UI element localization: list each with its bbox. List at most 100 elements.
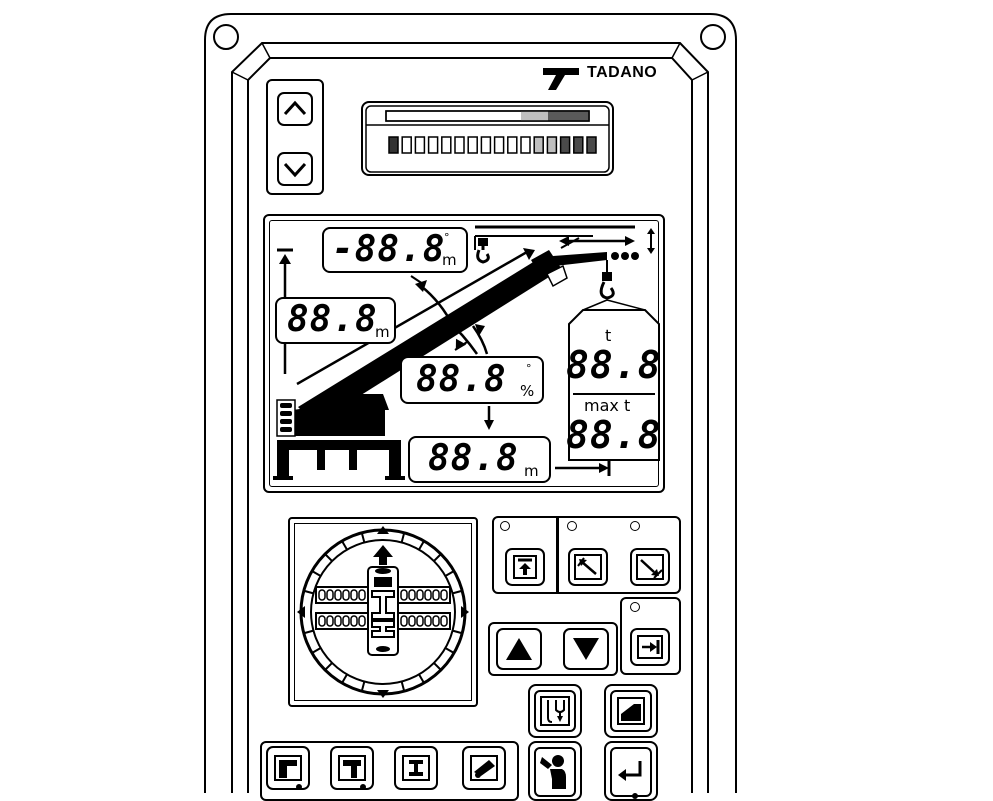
load-bar-segment bbox=[520, 136, 531, 154]
outrigger-beam-cell bbox=[350, 589, 358, 601]
hook-height-unit-degree: ° bbox=[444, 231, 450, 244]
load-bar-segment bbox=[441, 136, 452, 154]
dial-tick bbox=[418, 673, 425, 684]
boom-length-unit: m bbox=[375, 323, 390, 341]
hoist-button[interactable] bbox=[528, 684, 582, 738]
radius-limit-icon bbox=[637, 635, 663, 659]
angle-down-limit-led bbox=[630, 521, 640, 531]
triangle-down-icon bbox=[573, 638, 599, 660]
dial-tick bbox=[341, 540, 348, 551]
radius-limit-button[interactable] bbox=[630, 628, 670, 666]
dial-tick bbox=[303, 589, 314, 595]
load-bar-segment bbox=[467, 136, 478, 154]
outrigger-mode-button[interactable] bbox=[266, 746, 310, 790]
angle-down-limit-button[interactable] bbox=[630, 548, 670, 586]
working-radius-readout: 88.8 m bbox=[408, 436, 551, 483]
outrigger-mode-button[interactable] bbox=[330, 746, 374, 790]
dial-tick bbox=[400, 532, 406, 543]
angle-down-limit-icon bbox=[636, 554, 664, 580]
scroll-down-button[interactable] bbox=[277, 152, 313, 186]
boom-angle-unit-degree: ° bbox=[526, 362, 532, 375]
outrigger-beam-cell bbox=[416, 589, 424, 601]
outrigger-beam-cell bbox=[432, 589, 440, 601]
crane-diagram bbox=[273, 225, 660, 480]
actual-load-label: t bbox=[605, 326, 612, 345]
outrigger-beam-cell bbox=[318, 589, 326, 601]
height-limit-icon bbox=[513, 555, 537, 579]
enter-led bbox=[632, 793, 638, 799]
outrigger-mode-button[interactable] bbox=[462, 746, 506, 790]
boom-length-readout: 88.8 m bbox=[275, 297, 396, 344]
display-switch-button[interactable] bbox=[604, 684, 658, 738]
dial-tick bbox=[324, 553, 333, 562]
operator-icon bbox=[540, 755, 566, 789]
display-switch-icon bbox=[617, 697, 645, 725]
increase-button[interactable] bbox=[496, 628, 542, 670]
load-bar-segment bbox=[414, 136, 426, 154]
load-bar-segment bbox=[546, 136, 558, 154]
dial-tick bbox=[311, 570, 322, 577]
dial-tick bbox=[324, 662, 333, 671]
outrigger-beam-cell bbox=[342, 615, 350, 627]
radius-limit-led bbox=[630, 602, 640, 612]
enter-button[interactable] bbox=[604, 741, 658, 801]
dial-tick bbox=[444, 570, 455, 577]
dial-tick bbox=[341, 673, 348, 684]
enter-button-inner bbox=[610, 747, 652, 797]
outrigger-beam-cell bbox=[408, 615, 416, 627]
outrigger-beam-cell bbox=[318, 615, 326, 627]
load-bar-segment bbox=[586, 136, 597, 154]
height-limit-led bbox=[500, 521, 510, 531]
angle-up-limit-icon bbox=[574, 554, 602, 580]
dial-tick bbox=[303, 629, 314, 635]
outrigger-beam-cell bbox=[400, 589, 408, 601]
outrigger-beam-cell bbox=[326, 589, 334, 601]
scroll-button-group bbox=[266, 79, 324, 195]
outrigger-middle-icon bbox=[338, 755, 366, 781]
outrigger-beam-cell bbox=[432, 615, 440, 627]
display-switch-button-inner bbox=[610, 690, 652, 732]
load-bar-segment bbox=[573, 136, 584, 154]
dial-tick bbox=[311, 647, 322, 654]
outrigger-mode-button[interactable] bbox=[394, 746, 438, 790]
actual-load-value: 88.8 bbox=[566, 343, 662, 387]
dial-tick bbox=[418, 540, 425, 551]
on-tire-icon bbox=[470, 755, 498, 781]
outrigger-beam-cell bbox=[358, 589, 366, 601]
boom-length-value: 88.8 bbox=[287, 299, 378, 340]
working-radius-value: 88.8 bbox=[428, 438, 519, 479]
working-radius-unit: m bbox=[524, 462, 539, 480]
angle-up-limit-led bbox=[567, 521, 577, 531]
dial-tick bbox=[452, 589, 463, 595]
outrigger-beam-cell bbox=[408, 589, 416, 601]
operator-button[interactable] bbox=[528, 741, 582, 801]
hoist-rope-icon bbox=[540, 696, 570, 726]
load-bar-segment bbox=[427, 136, 439, 154]
outrigger-beam-cell bbox=[350, 615, 358, 627]
hook-height-unit: m bbox=[442, 251, 457, 269]
dial-tick bbox=[360, 681, 366, 692]
outrigger-beam-cell bbox=[358, 615, 366, 627]
hoist-button-inner bbox=[534, 690, 576, 732]
scroll-up-button[interactable] bbox=[277, 92, 313, 126]
outrigger-full-icon bbox=[274, 755, 302, 781]
outrigger-beam-cell bbox=[440, 615, 448, 627]
dial-tick bbox=[444, 647, 455, 654]
decrease-button[interactable] bbox=[563, 628, 609, 670]
boom-angle-value: 88.8 bbox=[416, 359, 507, 400]
load-bar-segment bbox=[559, 136, 571, 154]
load-bar-segment bbox=[454, 136, 465, 154]
chevron-up-icon bbox=[283, 100, 307, 116]
tadano-logo-icon bbox=[543, 68, 579, 90]
chevron-down-icon bbox=[283, 162, 307, 178]
load-bar-graphic bbox=[365, 105, 610, 173]
load-bar-segment bbox=[493, 136, 505, 154]
outrigger-beam-cell bbox=[440, 589, 448, 601]
outrigger-beam-cell bbox=[334, 615, 342, 627]
outrigger-beam-cell bbox=[326, 615, 334, 627]
enter-icon bbox=[618, 761, 642, 781]
angle-up-limit-button[interactable] bbox=[568, 548, 608, 586]
load-bar-segment bbox=[388, 136, 399, 154]
height-limit-button[interactable] bbox=[505, 548, 545, 586]
